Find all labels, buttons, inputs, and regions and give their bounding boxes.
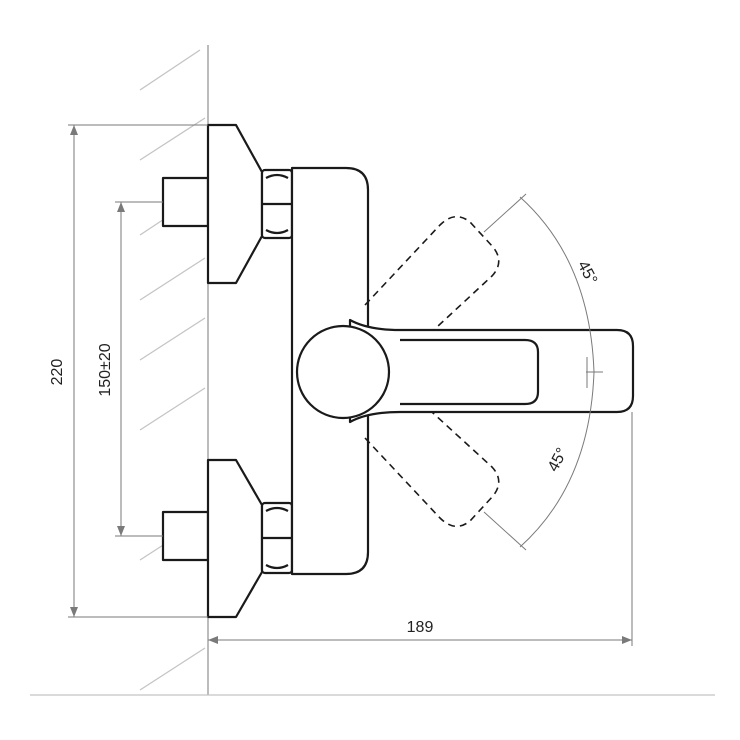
upper-connector — [161, 123, 294, 285]
lever-inner-recess — [400, 338, 540, 406]
width-dimension — [208, 412, 633, 646]
lever-position-lower-45 — [364, 391, 500, 528]
cartridge-knob — [295, 324, 391, 420]
spacing-label: 150±20 — [97, 343, 114, 396]
lever-position-upper-45 — [364, 215, 500, 353]
lower-connector — [161, 458, 294, 619]
height-dimension — [68, 124, 208, 618]
angle-dimension — [483, 193, 603, 551]
wall-hatching — [139, 49, 206, 691]
spacing-dimension — [115, 201, 163, 537]
height-label: 220 — [49, 359, 66, 386]
width-label: 189 — [407, 619, 434, 636]
angle-lower-label: 45° — [545, 445, 571, 474]
